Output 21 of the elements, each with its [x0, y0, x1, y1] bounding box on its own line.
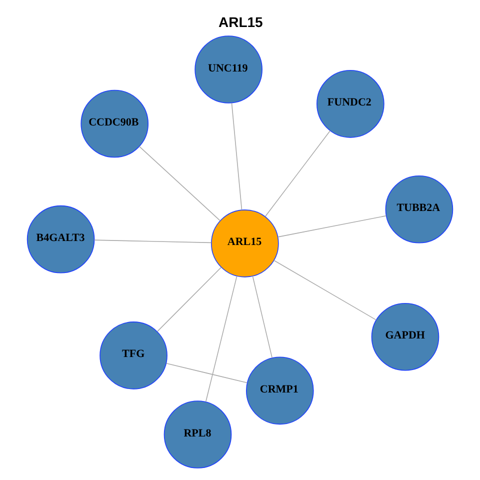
node-circle: GAPDH	[371, 302, 440, 370]
node-circle: CCDC90B	[80, 89, 149, 158]
node-circle: ARL15	[211, 209, 279, 277]
connector	[166, 362, 248, 383]
diagram-title: ARL15	[218, 14, 263, 30]
connector	[274, 259, 377, 320]
node-circle: RPL8	[164, 400, 232, 468]
connector	[156, 266, 222, 332]
node-circle: B4GALT3	[26, 204, 95, 273]
connector	[252, 275, 272, 358]
connector	[94, 239, 212, 243]
node-circle: TFG	[100, 321, 168, 389]
node-circle: TUBB2A	[385, 174, 454, 243]
node-circle: CRMP1	[246, 356, 314, 424]
connector	[138, 146, 220, 221]
connector	[231, 102, 242, 210]
connector	[278, 214, 387, 237]
connector	[205, 275, 238, 402]
connector	[264, 130, 331, 216]
node-circle: UNC119	[194, 35, 262, 103]
node-circle: FUNDC2	[316, 70, 384, 138]
